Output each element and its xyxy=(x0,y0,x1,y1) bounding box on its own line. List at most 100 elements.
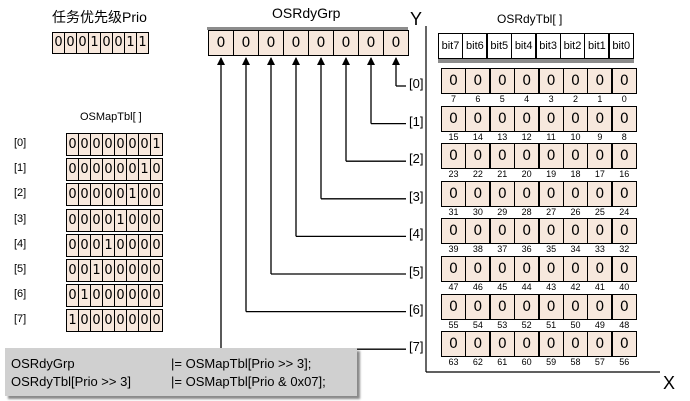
rdy-tbl-bit: 0 xyxy=(563,331,588,358)
rdy-tbl-bit: 0 xyxy=(465,293,491,320)
rdy-tbl-prio-num: 23 xyxy=(448,169,459,180)
map-tbl-title: OSMapTbl[ ] xyxy=(80,111,142,123)
map-bit: 0 xyxy=(150,259,163,282)
rdy-tbl-prio-num: 2 xyxy=(572,94,578,104)
rdy-tbl-bit: 0 xyxy=(441,180,466,207)
prio-title: 任务优先级Prio xyxy=(52,9,147,25)
rdy-tbl-bit: 0 xyxy=(563,256,588,282)
rdy-tbl-prio-num: 24 xyxy=(619,206,630,217)
rdy-tbl-prio-num: 1 xyxy=(597,94,603,104)
rdy-tbl-prio-num: 53 xyxy=(497,319,508,330)
rdy-tbl-bit: 0 xyxy=(611,218,637,245)
rdy-tbl-prio-num: 50 xyxy=(570,319,581,330)
group-label: [5] xyxy=(409,264,424,279)
rdy-tbl-header: bit5 xyxy=(486,33,512,59)
map-bit: 1 xyxy=(102,233,115,257)
map-bit: 0 xyxy=(102,208,115,232)
rdy-tbl-bit: 0 xyxy=(611,180,637,207)
rdy-tbl-bit: 0 xyxy=(538,143,564,170)
group-label: [3] xyxy=(409,188,424,204)
map-bit: 0 xyxy=(150,284,163,308)
rdy-tbl-prio-num: 46 xyxy=(472,282,483,292)
group-label: [0] xyxy=(409,76,424,91)
rdy-tbl-bit: 0 xyxy=(465,105,491,132)
rdy-tbl-bit: 0 xyxy=(611,68,637,94)
group-label: [1] xyxy=(409,113,424,129)
rdy-tbl-bit: 0 xyxy=(587,68,613,94)
rdy-grp-bit: 0 xyxy=(208,30,234,56)
group-label: [2] xyxy=(409,151,424,167)
rdy-tbl-prio-num: 42 xyxy=(570,282,581,292)
prio-bit: 0 xyxy=(100,32,113,54)
rdy-tbl-prio-num: 37 xyxy=(497,244,508,255)
y-axis-label: Y xyxy=(410,9,423,29)
arrow-head xyxy=(267,57,275,65)
map-row-label: [2] xyxy=(14,187,27,200)
map-bit: 0 xyxy=(78,208,91,232)
map-bit: 0 xyxy=(90,183,103,207)
rdy-tbl-prio-num: 11 xyxy=(546,131,556,142)
rdy-tbl-header: bit6 xyxy=(462,33,488,59)
rdy-tbl-header: bit1 xyxy=(584,33,610,59)
rdy-tbl-prio-num: 31 xyxy=(448,206,459,217)
rdy-tbl-prio-num: 58 xyxy=(570,357,581,368)
rdy-tbl-bit: 0 xyxy=(587,293,613,320)
rdy-tbl-bar xyxy=(438,59,634,63)
map-bit: 0 xyxy=(150,309,163,333)
rdy-tbl-prio-num: 38 xyxy=(472,244,483,255)
rdy-tbl-bit: 0 xyxy=(441,105,466,132)
rdy-tbl-bit: 0 xyxy=(563,68,588,94)
rdy-tbl-bit: 0 xyxy=(514,180,540,207)
rdy-tbl-bit: 0 xyxy=(489,218,515,245)
rdy-tbl-prio-num: 51 xyxy=(546,319,557,330)
arrow-head xyxy=(367,57,375,65)
map-row-label: [3] xyxy=(14,212,27,225)
code-line-2-right: |= OSMapTbl[Prio & 0x07]; xyxy=(171,374,326,389)
map-row-label: [7] xyxy=(14,313,27,326)
rdy-tbl-bit: 0 xyxy=(538,331,564,358)
rdy-tbl-prio-num: 52 xyxy=(521,319,532,330)
rdy-tbl-header: bit3 xyxy=(535,33,561,59)
map-bit: 0 xyxy=(90,133,103,156)
rdy-tbl-prio-num: 18 xyxy=(570,169,581,180)
map-bit: 0 xyxy=(150,208,163,232)
rdy-tbl-prio-num: 27 xyxy=(546,206,557,217)
rdy-tbl-prio-num: 5 xyxy=(499,94,505,104)
rdy-tbl-prio-num: 13 xyxy=(497,131,508,142)
map-bit: 0 xyxy=(150,183,163,207)
map-row-label: [1] xyxy=(14,162,27,175)
rdy-tbl-bit: 0 xyxy=(538,105,564,132)
arrow-head xyxy=(342,57,350,65)
rdy-tbl-header: bit0 xyxy=(608,33,634,59)
rdy-tbl-bit: 0 xyxy=(441,143,466,170)
rdy-tbl-prio-num: 20 xyxy=(521,169,532,180)
rdy-tbl-prio-num: 21 xyxy=(497,169,508,180)
rdy-tbl-prio-num: 19 xyxy=(546,169,557,180)
rdy-tbl-bit: 0 xyxy=(611,256,637,282)
x-axis-label: X xyxy=(663,373,676,393)
rdy-tbl-bit: 0 xyxy=(611,293,637,320)
rdy-tbl-prio-num: 44 xyxy=(521,282,532,292)
rdy-tbl-bit: 0 xyxy=(538,68,564,94)
rdy-tbl-prio-num: 56 xyxy=(619,357,630,368)
rdy-tbl-prio-num: 49 xyxy=(594,319,605,330)
rdy-tbl-prio-num: 14 xyxy=(472,131,483,142)
rdy-tbl-prio-num: 59 xyxy=(546,357,557,368)
rdy-tbl-prio-num: 29 xyxy=(497,206,508,217)
rdy-tbl-prio-num: 36 xyxy=(521,244,532,255)
rdy-tbl-bit: 0 xyxy=(514,218,540,245)
rdy-tbl-prio-num: 48 xyxy=(619,319,630,330)
rdy-tbl-prio-num: 3 xyxy=(548,94,554,104)
rdy-tbl-prio-num: 12 xyxy=(521,131,532,142)
rdy-tbl-bit: 0 xyxy=(489,331,515,358)
rdy-tbl-bit: 0 xyxy=(587,105,613,132)
rdy-tbl-bit: 0 xyxy=(538,293,564,320)
rdy-tbl-prio-num: 16 xyxy=(619,169,630,180)
rdy-tbl-prio-num: 40 xyxy=(619,282,630,292)
rdy-tbl-prio-num: 10 xyxy=(570,131,581,142)
group-label: [7] xyxy=(409,339,424,355)
rdy-tbl-prio-num: 61 xyxy=(497,357,508,368)
map-bit: 0 xyxy=(114,133,127,156)
rdy-tbl-prio-num: 62 xyxy=(472,357,483,368)
